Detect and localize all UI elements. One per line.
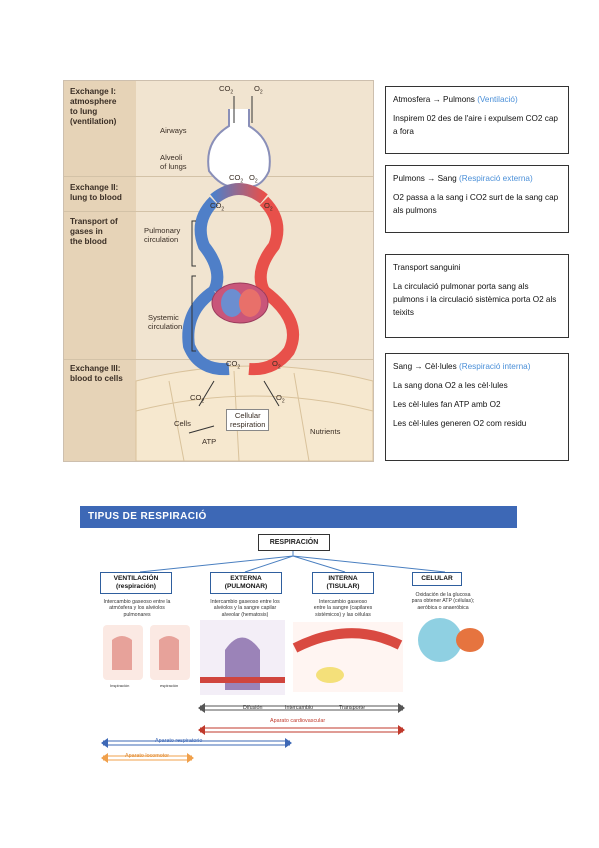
text-box-transport: Transport sanguini La circulació pulmona… [385, 254, 569, 338]
box-text: O2 passa a la sang i CO2 surt de la sang… [393, 193, 559, 215]
o2-alveoli-label: O2 [249, 173, 258, 185]
box-heading: Pulmons → Sang (Respiració externa) [393, 174, 533, 183]
pulmonary-label: Pulmonary circulation [144, 226, 181, 244]
box-heading: Sang → Cèl·lules (Respiració interna) [393, 362, 531, 371]
box-text: La circulació pulmonar porta sang als pu… [393, 282, 557, 317]
text-box-ventilation: Atmosfera → Pulmons (Ventilació) Inspire… [385, 86, 569, 154]
cellular-respiration-label: Cellular respiration [226, 409, 270, 431]
type-externa: EXTERNA (PULMONAR) [210, 572, 282, 594]
box-text: Les cèl·lules generen O2 com residu [393, 419, 527, 428]
desc-interna: Intercambio gaseoso entre la sangre (cap… [313, 599, 373, 618]
type-interna: INTERNA (TISULAR) [312, 572, 374, 594]
process-transporte: Transporte [339, 705, 365, 711]
airways-label: Airways [160, 126, 187, 135]
process-intercambio: Intercambio [285, 705, 314, 711]
stage-1-label: Exchange I: atmosphere to lung (ventilat… [70, 87, 117, 126]
tipus-banner: TIPUS DE RESPIRACIÓ [80, 506, 517, 528]
co2-cell-label: CO2 [190, 393, 205, 405]
stage-2-label: Exchange II: lung to blood [70, 183, 122, 202]
type-celular: CELULAR [412, 572, 462, 586]
o2-bottom-label: O2 [272, 359, 281, 371]
box-heading: Transport sanguini [393, 263, 461, 272]
desc-celular: Oxidación de la glucosa para obtener ATP… [411, 592, 475, 611]
o2-top-label: O2 [254, 84, 263, 96]
co2-top-label: CO2 [219, 84, 234, 96]
divider [64, 211, 373, 212]
system-loco-label: Aparato locomotor [125, 753, 170, 759]
type-ventilacion: VENTILACIÓN (respiración) [100, 572, 172, 594]
nutrients-label: Nutrients [310, 427, 341, 436]
cells-label: Cells [174, 419, 191, 428]
o2-cell-label: O2 [276, 393, 285, 405]
box-heading: Atmosfera → Pulmons (Ventilació) [393, 95, 518, 104]
process-difusion: Difusión [243, 705, 263, 711]
caption-espiracion: espiración [160, 683, 179, 688]
stage-column [64, 81, 136, 461]
co2-alveoli-label: CO2 [229, 173, 244, 185]
stage-4-label: Exchange III: blood to cells [70, 364, 123, 383]
box-text: Inspirem 02 des de l'aire i expulsem CO2… [393, 114, 558, 136]
respiracion-root: RESPIRACIÓN [258, 534, 330, 551]
desc-externa: Intercambio gaseoso entre los alvéolos y… [210, 599, 280, 618]
caption-inspiracion: Inspiración [110, 683, 130, 688]
atp-label: ATP [202, 437, 217, 446]
system-resp-label: Aparato respiratorio [155, 738, 203, 744]
box-text: La sang dona O2 a les cèl·lules [393, 381, 508, 390]
co2-pulm-label: CO2 [210, 201, 225, 213]
divider [64, 359, 373, 360]
gas-exchange-figure: Exchange I: atmosphere to lung (ventilat… [63, 80, 374, 462]
systemic-label: Systemic circulation [148, 313, 183, 331]
alveoli-label: Alveoli of lungs [160, 153, 187, 171]
stage-3-label: Transport of gases in the blood [70, 217, 118, 246]
co2-bottom-label: CO2 [226, 359, 241, 371]
text-box-external: Pulmons → Sang (Respiració externa) O2 p… [385, 165, 569, 233]
box-text: Les cèl·lules fan ATP amb O2 [393, 400, 501, 409]
system-cardio-label: Aparato cardiovascular [270, 718, 326, 724]
text-box-internal: Sang → Cèl·lules (Respiració interna) La… [385, 353, 569, 461]
desc-ventilacion: Intercambio gaseoso entre la atmósfera y… [103, 599, 171, 618]
o2-pulm-label: O2 [264, 201, 273, 213]
